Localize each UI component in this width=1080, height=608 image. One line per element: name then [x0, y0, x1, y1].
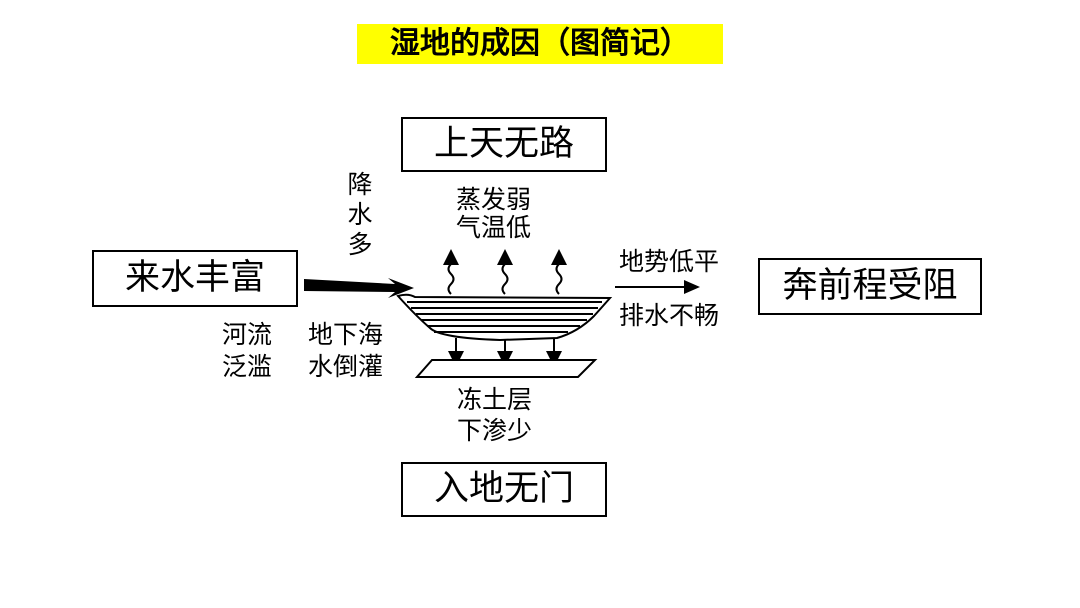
label-seawater-1: 地下海 [308, 320, 384, 349]
label-river-1: 河流 [222, 320, 273, 349]
label-river-2: 泛滥 [222, 352, 273, 381]
box-bottom: 入地无门 [401, 462, 607, 517]
inflow-arrow [304, 278, 414, 298]
label-evaporation-2: 气温低 [456, 213, 532, 242]
label-evaporation-1: 蒸发弱 [456, 185, 532, 214]
water-layers [407, 301, 602, 333]
label-seawater-2: 水倒灌 [308, 352, 384, 381]
label-permafrost-1: 冻土层 [457, 385, 533, 414]
label-permafrost-2: 下渗少 [457, 416, 533, 445]
evaporation-arrows [443, 249, 567, 295]
box-top: 上天无路 [401, 117, 607, 172]
label-terrain-2: 排水不畅 [619, 301, 720, 330]
outflow-arrow [615, 280, 700, 294]
label-precipitation: 降水多 [347, 170, 373, 259]
permafrost-layer [414, 359, 598, 378]
box-left: 来水丰富 [92, 250, 298, 307]
label-terrain-1: 地势低平 [619, 247, 720, 276]
wetland-basin [396, 293, 613, 342]
diagram-title: 湿地的成因（图简记） [357, 24, 723, 64]
box-right: 奔前程受阻 [758, 258, 982, 315]
